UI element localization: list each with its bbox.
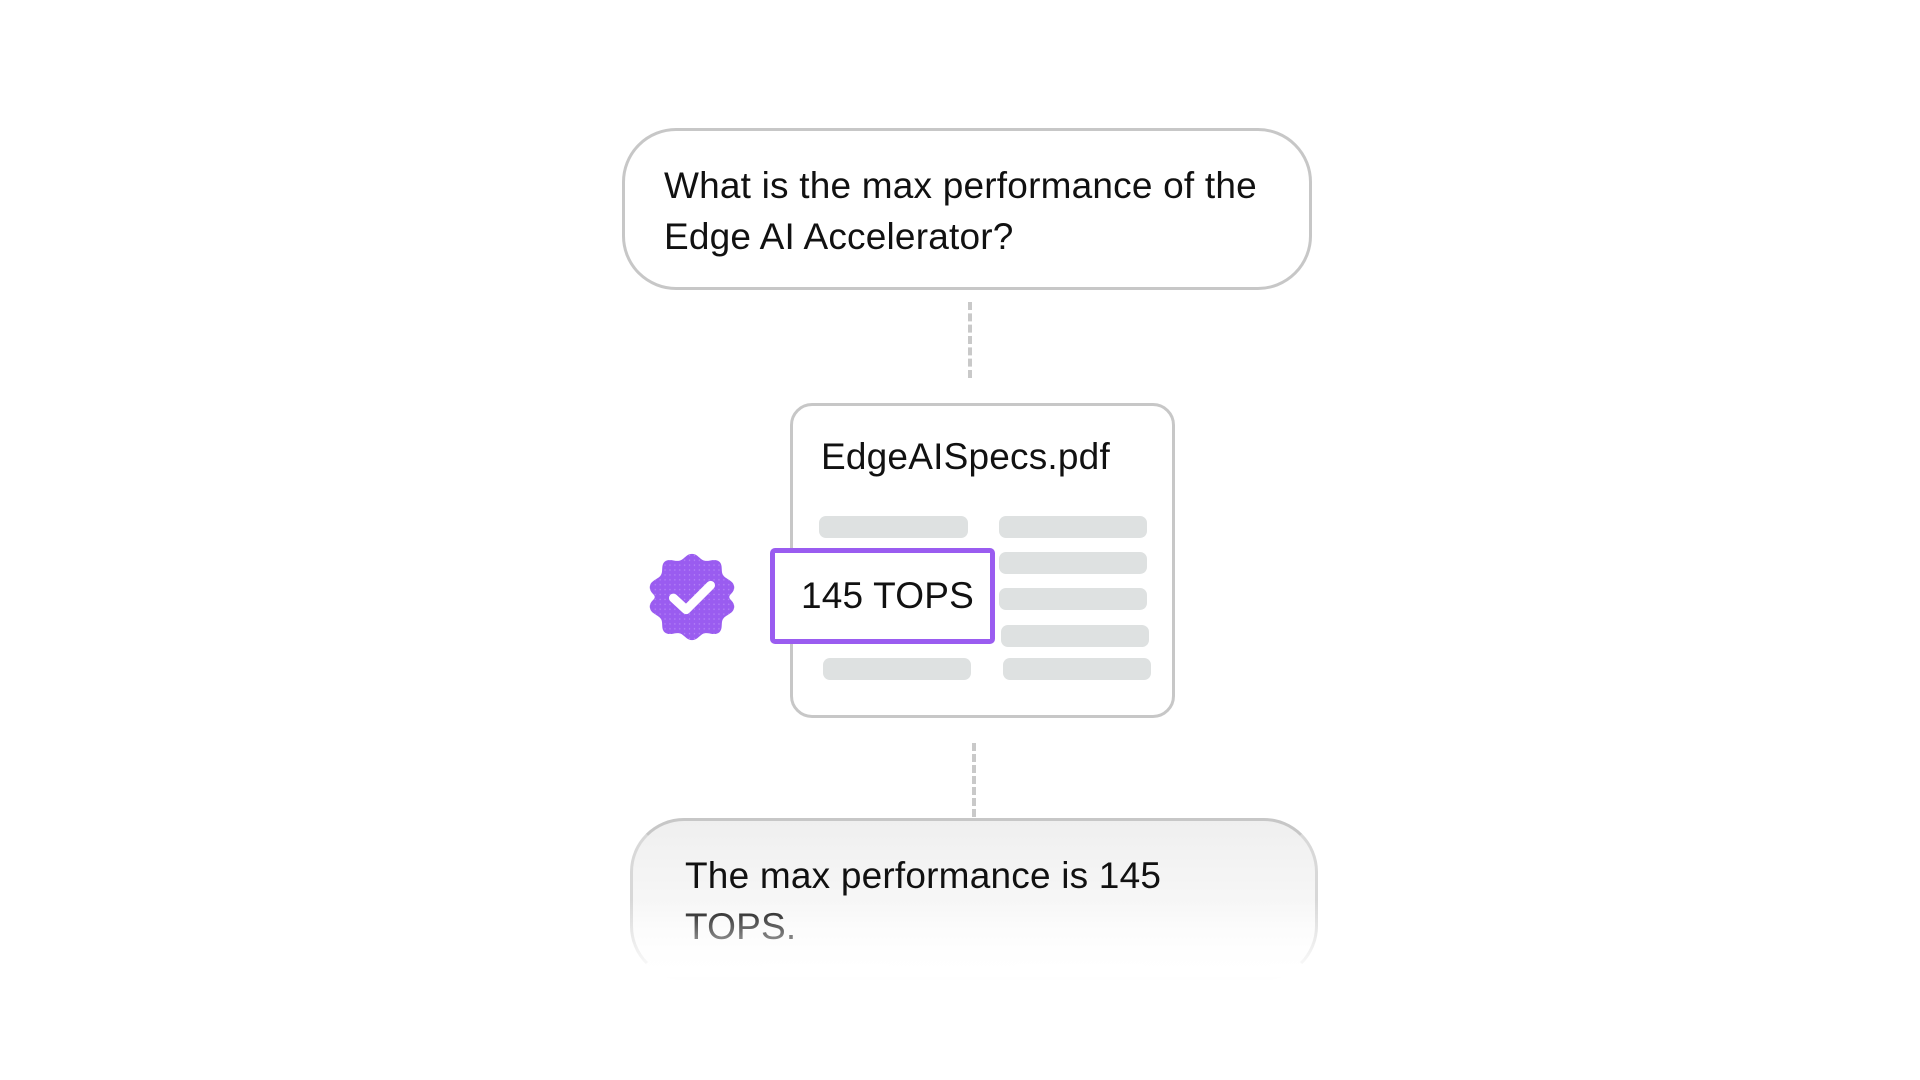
highlighted-value-box: 145 TOPS xyxy=(770,548,995,644)
answer-bubble: The max performance is 145 TOPS. xyxy=(630,818,1318,980)
placeholder-bar xyxy=(999,516,1147,538)
verified-check-badge-icon xyxy=(649,553,735,641)
placeholder-bar xyxy=(999,552,1147,574)
placeholder-bar xyxy=(1003,658,1151,680)
placeholder-bar xyxy=(823,658,971,680)
question-bubble: What is the max performance of the Edge … xyxy=(622,128,1312,290)
question-text: What is the max performance of the Edge … xyxy=(664,165,1257,257)
placeholder-bar xyxy=(819,516,968,538)
answer-text: The max performance is 145 TOPS. xyxy=(685,855,1162,947)
document-filename: EdgeAISpecs.pdf xyxy=(821,436,1110,477)
connector-question-to-document xyxy=(968,302,972,378)
connector-document-to-answer xyxy=(972,743,976,817)
highlighted-value-text: 145 TOPS xyxy=(801,575,975,616)
document-card: EdgeAISpecs.pdf xyxy=(790,403,1175,718)
placeholder-bar xyxy=(1001,625,1149,647)
placeholder-bar xyxy=(999,588,1147,610)
